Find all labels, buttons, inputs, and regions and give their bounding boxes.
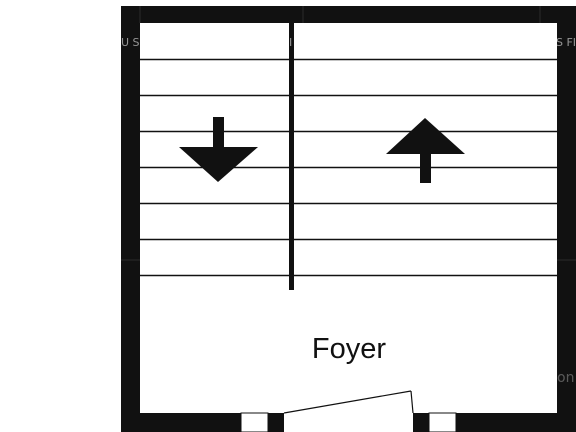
bottom-openings — [240, 412, 457, 432]
bottom-wall-left — [121, 413, 241, 432]
window-right — [428, 412, 457, 432]
left-wall — [121, 6, 140, 432]
right-wall — [557, 6, 576, 432]
stair-divider — [289, 23, 294, 290]
wall-joints — [121, 6, 576, 261]
window-left — [240, 412, 269, 432]
door-leaf — [283, 390, 412, 414]
door-jamb — [410, 390, 414, 414]
bottom-wall-mid — [268, 413, 284, 432]
walls — [121, 6, 576, 432]
watermark-text: S FI — [556, 36, 576, 49]
top-wall — [121, 6, 576, 23]
bottom-wall-right — [413, 413, 429, 432]
watermark-text: on — [557, 370, 574, 386]
arrow-up-icon — [386, 118, 465, 183]
entry-door — [283, 390, 414, 414]
arrow-down-icon — [179, 117, 258, 182]
watermark-text: U SI — [121, 36, 143, 49]
bottom-wall-far-right — [456, 413, 576, 432]
watermark-text: I — [289, 36, 292, 49]
room-label: Foyer — [312, 333, 386, 365]
